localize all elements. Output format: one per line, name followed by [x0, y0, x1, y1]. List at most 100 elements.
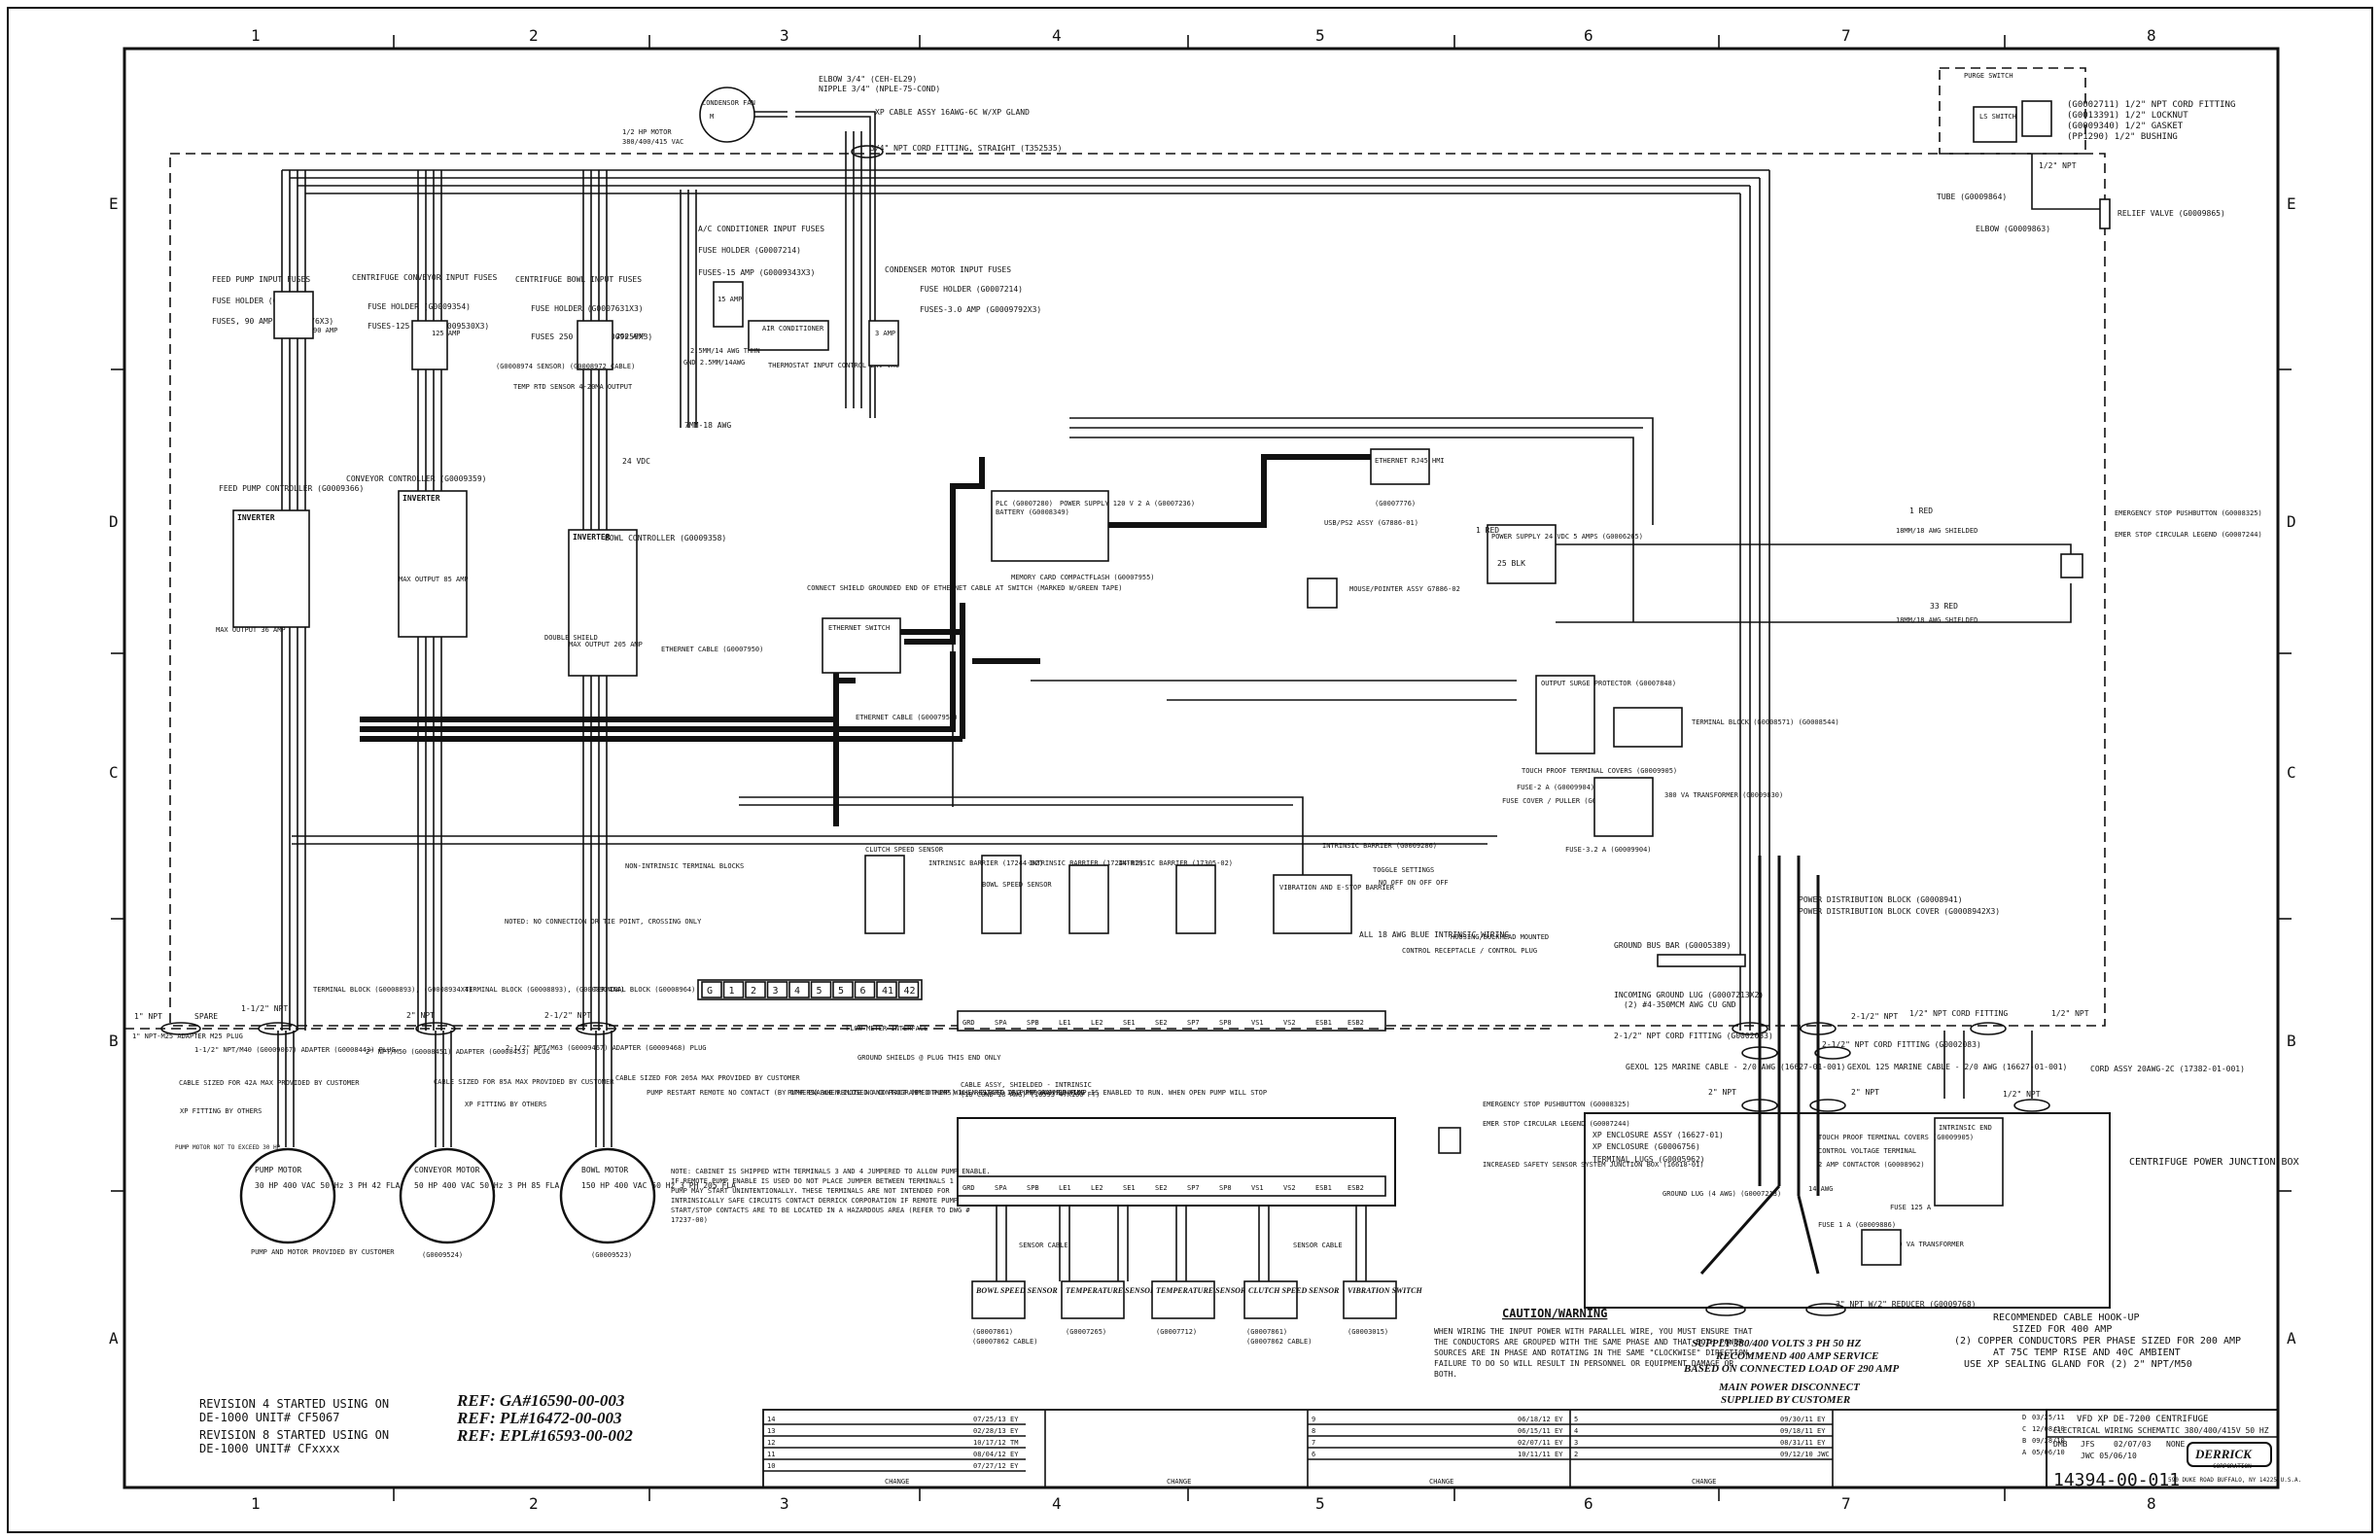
rev-date: 07/27/12 [973, 1462, 1006, 1470]
svg-text:FUSES-15 AMP (G0009343X3): FUSES-15 AMP (G0009343X3) [698, 268, 815, 277]
svg-text:2-1/2" NPT/M63 (G0009467) ADAP: 2-1/2" NPT/M63 (G0009467) ADAPTER (G0009… [506, 1044, 707, 1052]
svg-text:REVISION 8 STARTED USING ON: REVISION 8 STARTED USING ON [199, 1428, 389, 1442]
grid-row-A: A [109, 1329, 119, 1348]
svg-text:TEMPERATURE SENSOR LIQUID END: TEMPERATURE SENSOR LIQUID END [1066, 1286, 1204, 1295]
ac-fuses: A/C CONDITIONER INPUT FUSES FUSE HOLDER … [690, 225, 899, 369]
svg-text:A/C CONDITIONER INPUT FUSES: A/C CONDITIONER INPUT FUSES [698, 225, 824, 233]
svg-text:GROUND LUG (4 AWG) (G0007213): GROUND LUG (4 AWG) (G0007213) [1662, 1190, 1781, 1198]
svg-text:CENTRIFUGE POWER JUNCTION BOX: CENTRIFUGE POWER JUNCTION BOX [2129, 1157, 2299, 1168]
svg-text:XP FITTING BY OTHERS: XP FITTING BY OTHERS [180, 1107, 262, 1115]
svg-text:ALL 18 AWG BLUE INTRINSIC WIRI: ALL 18 AWG BLUE INTRINSIC WIRING [1359, 930, 1509, 939]
sensor-terminal-label: LE2 [1091, 1019, 1103, 1027]
svg-text:JFS: JFS [2081, 1440, 2095, 1449]
svg-text:XP FITTING BY OTHERS: XP FITTING BY OTHERS [465, 1101, 546, 1108]
rev-number: 9 [1312, 1416, 1315, 1423]
rev-date: 02/28/13 [973, 1427, 1006, 1435]
grid-col-bottom-4: 4 [1052, 1494, 1062, 1513]
svg-text:BOWL CONTROLLER (G0009358): BOWL CONTROLLER (G0009358) [605, 534, 726, 542]
svg-text:(G0007862 CABLE): (G0007862 CABLE) [1246, 1338, 1312, 1346]
svg-text:FUSE-2 A (G0009904): FUSE-2 A (G0009904) [1517, 784, 1594, 791]
grid-col-bottom-5: 5 [1315, 1494, 1325, 1513]
svg-text:CONNECT SHIELD GROUNDED END OF: CONNECT SHIELD GROUNDED END OF ETHERNET … [807, 584, 1123, 592]
sensor-terminal-label: SE2 [1155, 1184, 1168, 1192]
svg-text:CHANGE: CHANGE [1167, 1478, 1191, 1486]
svg-text:TOGGLE SETTINGS: TOGGLE SETTINGS [1373, 866, 1434, 874]
svg-text:(G0009524): (G0009524) [422, 1251, 463, 1259]
svg-text:INVERTER: INVERTER [573, 533, 611, 542]
svg-text:CONTROL RECEPTACLE / CONTROL P: CONTROL RECEPTACLE / CONTROL PLUG [1402, 947, 1537, 955]
tb-rev-letter: C [2022, 1425, 2026, 1433]
svg-text:DE-1000 UNIT# CF5067: DE-1000 UNIT# CF5067 [199, 1411, 340, 1424]
svg-text:1/2" NPT: 1/2" NPT [2003, 1090, 2041, 1099]
grid-row-right-B: B [2287, 1032, 2296, 1050]
sensor-terminal-label: SPB [1027, 1019, 1039, 1027]
terminal-g-0 [701, 981, 722, 998]
rev-number: 6 [1312, 1451, 1315, 1458]
svg-text:1 RED: 1 RED [1476, 526, 1499, 535]
svg-text:02/07/03: 02/07/03 [2114, 1440, 2152, 1449]
rev-date: 02/07/11 [1518, 1439, 1551, 1447]
svg-text:(G0007862 CABLE): (G0007862 CABLE) [972, 1338, 1037, 1346]
svg-text:(G0007861): (G0007861) [1246, 1328, 1287, 1336]
svg-text:(G0013391) 1/2" LOCKNUT: (G0013391) 1/2" LOCKNUT [2067, 111, 2188, 121]
svg-text:30 HP 400 VAC 50 Hz 3 PH 42 FL: 30 HP 400 VAC 50 Hz 3 PH 42 FLA [255, 1181, 400, 1190]
svg-text:FUSES-3.0 AMP (G0009792X3): FUSES-3.0 AMP (G0009792X3) [920, 305, 1041, 314]
grid-col-7: 7 [1841, 26, 1851, 45]
grid-col-1: 1 [251, 26, 261, 45]
svg-text:INTRINSIC BARRIER (G0009286): INTRINSIC BARRIER (G0009286) [1322, 842, 1437, 850]
tb-rev-date: 05/06/10 [2032, 1449, 2065, 1456]
svg-text:FUSE-3.2 A (G0009904): FUSE-3.2 A (G0009904) [1565, 846, 1652, 854]
svg-text:(18 COND 18 AWG) (16593-47X160: (18 COND 18 AWG) (16593-47X160 FT) [961, 1091, 1100, 1099]
svg-text:DE-1000 UNIT# CFxxxx: DE-1000 UNIT# CFxxxx [199, 1442, 340, 1455]
terminal-g-9 [897, 981, 920, 998]
svg-text:ETHERNET SWITCH: ETHERNET SWITCH [828, 624, 890, 632]
grid-ticks [111, 35, 2292, 1501]
svg-text:3 AMP: 3 AMP [875, 330, 895, 337]
svg-text:CONDENSOR FAN: CONDENSOR FAN [702, 99, 755, 107]
rev-by: EY [1010, 1462, 1019, 1470]
svg-text:TERMINAL BLOCK (G0008893), (G0: TERMINAL BLOCK (G0008893), (G0008934X4) [465, 986, 624, 994]
terminal-g-label: 41 [882, 986, 893, 997]
terminal-g-8 [876, 981, 897, 998]
svg-text:BOWL SPEED SENSOR: BOWL SPEED SENSOR [982, 881, 1052, 889]
svg-text:FUSE HOLDER (G0007214): FUSE HOLDER (G0007214) [698, 246, 801, 255]
svg-text:14394-00-011: 14394-00-011 [2053, 1470, 2180, 1490]
svg-text:(G0002711) 1/2" NPT CORD FITTI: (G0002711) 1/2" NPT CORD FITTING [2067, 100, 2235, 110]
svg-text:CLUTCH SPEED SENSOR: CLUTCH SPEED SENSOR [865, 846, 944, 854]
rev-number: 3 [1574, 1439, 1578, 1447]
grid-row-right-D: D [2287, 512, 2296, 531]
svg-text:REF: PL#16472-00-003: REF: PL#16472-00-003 [456, 1409, 622, 1427]
svg-text:ETHERNET RJ45 HMI: ETHERNET RJ45 HMI [1375, 457, 1445, 465]
control-power: OUTPUT SURGE PROTECTOR (G0007848) TERMIN… [1502, 675, 1839, 854]
svg-text:EMER STOP CIRCULAR LEGEND (G00: EMER STOP CIRCULAR LEGEND (G0007244) [1483, 1120, 1630, 1128]
svg-text:PUMP MOTOR NOT TO EXCEED 30 HP: PUMP MOTOR NOT TO EXCEED 30 HP [175, 1144, 281, 1151]
terminal-g-label: 5 [817, 986, 822, 997]
rev-number: 11 [767, 1451, 775, 1458]
svg-text:M: M [710, 113, 714, 121]
svg-text:POWER DISTRIBUTION BLOCK (G000: POWER DISTRIBUTION BLOCK (G0008941) [1799, 895, 1963, 904]
svg-text:ETHERNET CABLE (G0007950): ETHERNET CABLE (G0007950) [856, 714, 958, 721]
bowl-motor: BOWL MOTOR 150 HP 400 VAC 50 Hz 3 PH 205… [559, 1147, 736, 1259]
terminal-g-1 [722, 981, 745, 998]
rev-number: 8 [1312, 1427, 1315, 1435]
svg-text:XP CABLE ASSY 16AWG-6C W/XP GL: XP CABLE ASSY 16AWG-6C W/XP GLAND [875, 108, 1030, 117]
svg-text:POWER DISTRIBUTION BLOCK COVER: POWER DISTRIBUTION BLOCK COVER (G0008942… [1799, 907, 2000, 916]
terminal-g-7 [854, 981, 876, 998]
svg-text:(PP1290) 1/2" BUSHING: (PP1290) 1/2" BUSHING [2067, 132, 2178, 142]
svg-text:CAUTION/WARNING: CAUTION/WARNING [1502, 1307, 1607, 1320]
svg-text:2" NPT: 2" NPT [406, 1011, 435, 1020]
rev-by: JWC [1817, 1451, 1830, 1458]
grid-col-bottom-3: 3 [780, 1494, 789, 1513]
rev-date: 10/11/11 [1518, 1451, 1551, 1458]
rev-number: 10 [767, 1462, 775, 1470]
svg-text:CONDENSER MOTOR INPUT FUSES: CONDENSER MOTOR INPUT FUSES [885, 265, 1011, 274]
svg-text:18MM/18 AWG SHIELDED: 18MM/18 AWG SHIELDED [1896, 527, 1978, 535]
svg-text:SUPPLY 380/400 VOLTS 3 PH 50 H: SUPPLY 380/400 VOLTS 3 PH 50 HZ [1692, 1338, 1862, 1349]
motor-conduits: 1" NPT SPARE 1-1/2" NPT 2" NPT 2-1/2" NP… [124, 862, 1556, 1147]
drawing-border [122, 47, 2280, 1489]
terminal-g-label: 1 [729, 986, 735, 997]
svg-text:GEXOL 125 MARINE CABLE - 2/0 A: GEXOL 125 MARINE CABLE - 2/0 AWG (16627-… [1847, 1063, 2067, 1071]
svg-text:CABLE SIZED FOR 205A MAX PROVI: CABLE SIZED FOR 205A MAX PROVIDED BY CUS… [615, 1074, 800, 1082]
